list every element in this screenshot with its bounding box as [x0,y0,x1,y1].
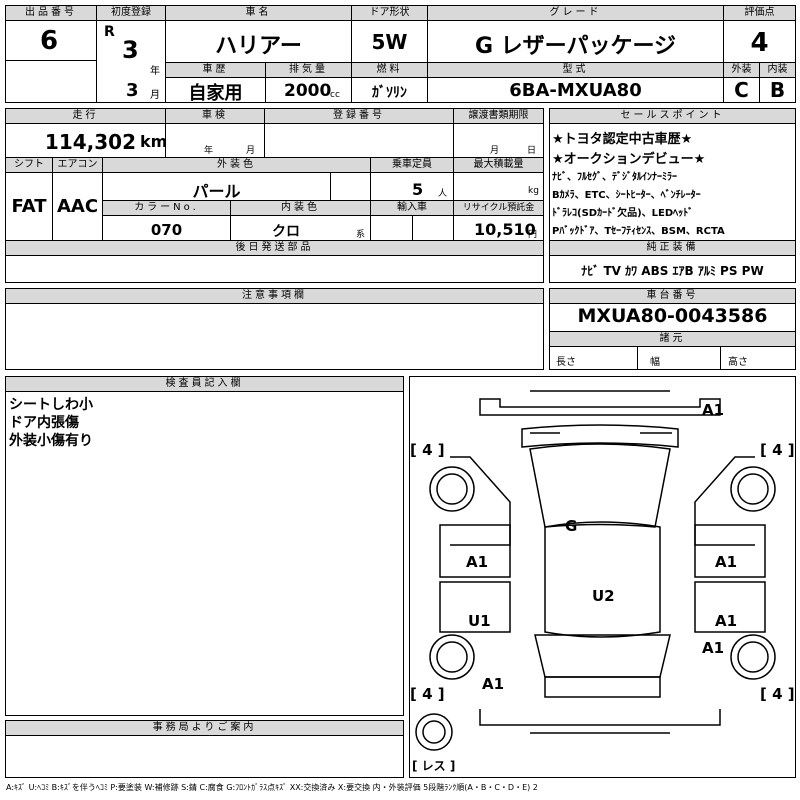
fuel: ｶﾞｿﾘﾝ [372,85,407,101]
grade-label: グレード [428,6,723,21]
car-name: ハリアー [215,34,302,59]
mark-l-rear: A1 [482,675,505,693]
color-number: 070 [150,221,183,239]
body-color: パール [192,182,241,201]
era: R [104,24,115,40]
ext-grade: C [734,78,749,102]
inspector-box [5,376,404,716]
door-type: 5W [371,30,408,54]
model: 6BA-MXUA80 [509,80,642,101]
tire-lf: [ 4 ] [410,441,445,459]
first-reg-label: 初度登録 [97,6,165,21]
mark-lf-door: U1 [468,612,491,630]
shift: FAT [11,196,47,217]
reg-month: 3 [126,80,139,101]
mark-lf-fender: A1 [466,553,489,571]
recycle-fee: 10,510 [474,220,536,239]
door-label: ドア形状 [352,6,427,21]
int-grade: B [769,78,786,102]
name-label: 車名 [166,6,351,21]
sales-points [549,108,796,283]
mark-front: A1 [702,401,725,419]
reg-year: 3 [122,36,139,64]
aircon: AAC [56,196,99,217]
mark-r-quarter: A1 [702,639,725,657]
damage-diagram: A1 G U2 A1 A1 U1 A1 A1 A1 [ 4 ] [ 4 ] [ … [409,376,796,778]
score: 4 [750,28,769,58]
history: 自家用 [188,83,243,104]
tire-lr: [ 4 ] [410,685,445,703]
legend: A:ｷｽﾞ U:ﾍｺﾐ B:ｷｽﾞを伴うﾍｺﾐ P:要塗装 W:補修跡 S:錆 … [6,783,538,792]
vehicle-details [5,108,544,283]
tire-rf: [ 4 ] [760,441,795,459]
mark-roof: U2 [592,587,615,605]
displacement: 2000 [284,81,332,101]
mark-hood: G [565,517,578,535]
interior-color: クロ [272,224,300,240]
mark-rf-fender: A1 [715,553,738,571]
score-label: 評価点 [724,6,795,21]
car-outline-svg [415,390,776,751]
chassis-number: MXUA80-0043586 [577,305,768,327]
lot-label: 出品番号 [6,6,96,21]
chassis-box [549,288,796,370]
capacity: 5 [412,180,424,199]
mileage: 114,302 [44,130,136,154]
mark-rf-door: A1 [715,612,738,630]
lot-number: 6 [40,26,59,56]
grade: G レザーパッケージ [474,34,677,59]
office-box [5,720,404,778]
spare-tire: [ レス ] [412,759,456,773]
notes-box [5,288,544,370]
equipment: ﾅﾋﾞ TV ｶﾜ ABS ｴｱB ｱﾙﾐ PS PW [581,264,764,278]
tire-rr: [ 4 ] [760,685,795,703]
header-table [5,5,796,103]
